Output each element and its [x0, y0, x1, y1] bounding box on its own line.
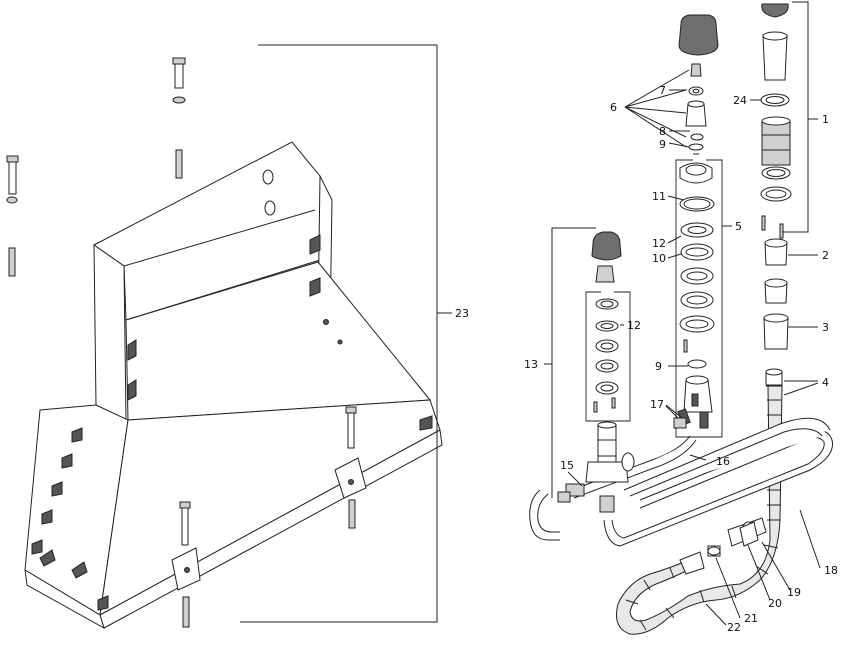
leader-10-11-12: [665, 195, 688, 419]
diverter-fittings: [707, 517, 767, 557]
sleeve-parts: [763, 238, 789, 350]
leader-6-9: [624, 69, 690, 148]
callout-1: 1: [822, 113, 829, 126]
leader-4: [783, 380, 819, 396]
callout-20: 20: [768, 597, 782, 610]
callout-24: 24: [733, 94, 747, 107]
leader-19-22: [705, 541, 791, 626]
callout-13: 13: [524, 358, 538, 371]
callout-12-lower: 12: [627, 319, 641, 332]
leader-1: [750, 1, 818, 328]
cartridge-stack: [760, 31, 792, 239]
valve-cap-top: [678, 14, 719, 56]
mounting-bracket: [24, 141, 443, 630]
leader-15-17: [567, 405, 687, 487]
callout-7: 7: [659, 84, 666, 97]
callout-16: 16: [716, 455, 730, 468]
callout-9-bottom: 9: [655, 360, 662, 373]
callout-10: 10: [652, 252, 666, 265]
callout-8: 8: [659, 125, 666, 138]
leader-16-18: [689, 454, 821, 569]
callout-4: 4: [822, 376, 829, 389]
valve-components: [685, 63, 707, 155]
callout-19: 19: [787, 586, 801, 599]
callout-22: 22: [727, 621, 741, 634]
callout-17: 17: [650, 398, 664, 411]
connecting-pipe: [529, 417, 834, 547]
callout-12-upper: 12: [652, 237, 666, 250]
callout-2: 2: [822, 249, 829, 262]
callout-labels: 1 2 3 4 5 6 7 8 9 9 10 11 12 12 13 15 16…: [455, 84, 838, 634]
callout-21: 21: [744, 612, 758, 625]
callout-5: 5: [735, 220, 742, 233]
callout-9-top: 9: [659, 138, 666, 151]
leader-23: [240, 44, 452, 623]
cartridge-cap: [761, 3, 789, 18]
callout-23: 23: [455, 307, 469, 320]
mounting-screws: [6, 57, 357, 628]
group-13: [544, 227, 635, 513]
shower-hose: [616, 368, 783, 635]
callout-6: 6: [610, 101, 617, 114]
group-5: [675, 159, 732, 438]
callout-11: 11: [652, 190, 666, 203]
callout-18: 18: [824, 564, 838, 577]
bracket-tabs: [31, 234, 433, 611]
callout-3: 3: [822, 321, 829, 334]
callout-15: 15: [560, 459, 574, 472]
